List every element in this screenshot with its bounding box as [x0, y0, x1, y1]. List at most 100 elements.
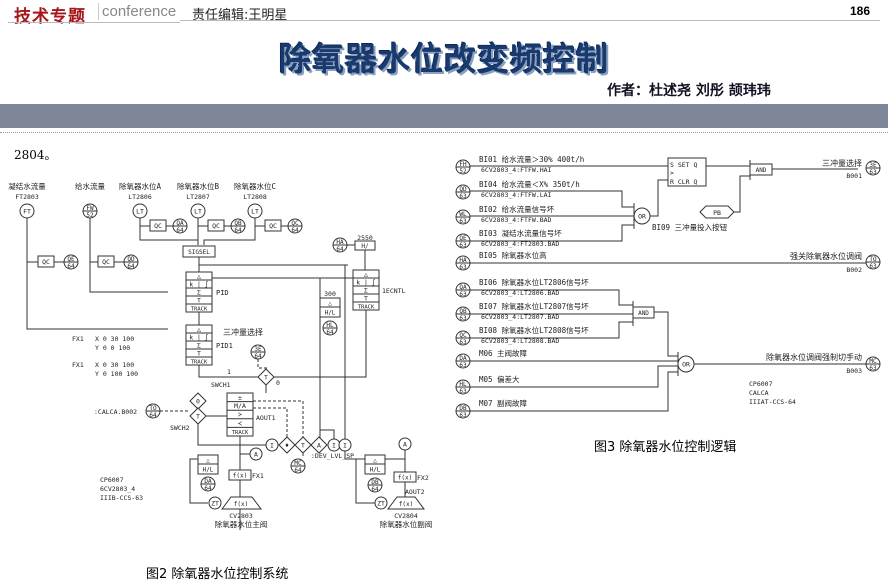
- hl-block-label: H/L: [325, 310, 336, 317]
- bubble-top-text: 3E: [869, 162, 877, 169]
- bubble-top-text: 3E: [254, 346, 262, 353]
- pid1-block: [185, 324, 213, 366]
- input-tag: LT2808: [243, 193, 267, 201]
- pb-caption: BI09 三冲量投入按钮: [652, 222, 728, 232]
- bubble-bottom-text: 63: [459, 388, 467, 395]
- logic-input-tag: 6CV2803_4:FTFW.HAI: [481, 166, 552, 174]
- bubble-bottom-text: 63: [869, 365, 877, 372]
- wire: [197, 424, 268, 446]
- pid-block-row-text: Σ: [197, 289, 201, 297]
- signal-point-label: I: [270, 442, 274, 450]
- bubble-top-text: MC: [869, 358, 877, 365]
- logic-input-label: M07 副阀故障: [479, 398, 528, 408]
- pid-label: PID: [216, 289, 229, 297]
- wire: [470, 289, 633, 306]
- bubble-bottom-text: 64: [204, 485, 212, 492]
- signal-point-label: I: [343, 442, 347, 450]
- logic-input-label: BI02 给水流量信号坏: [479, 204, 555, 214]
- pid-block-row-text: △: [197, 273, 201, 281]
- pb-label: PB: [713, 209, 721, 217]
- bubble-bottom-text: 64: [326, 329, 334, 336]
- article-authors: 作者：杜述尧 刘彤 颉玮玮: [607, 83, 771, 99]
- sr-clock-mark: >: [670, 169, 674, 177]
- wire: [274, 310, 367, 378]
- bubble-text: ZT: [211, 500, 219, 508]
- aout1-row-text: M/A: [234, 402, 246, 410]
- ecntl-block-row-text: Σ: [364, 287, 368, 295]
- bubble-bottom-text: 63: [459, 291, 467, 298]
- logic-input-label: BI01 给水流量＞30% 400t/h: [479, 154, 584, 164]
- zt-bubble: [208, 496, 222, 510]
- logic-input-tag: 6CV2803_4:LT2806.BAD: [481, 289, 559, 297]
- sr-flipflop: [667, 157, 707, 187]
- aout1-row-text: ±: [238, 394, 242, 402]
- input-tag: LT2807: [186, 193, 210, 201]
- pid1-label: PID1: [216, 342, 233, 350]
- wire: [470, 371, 678, 412]
- bubble-bottom-text: 63: [869, 263, 877, 270]
- bubble-top-text: FH: [459, 161, 467, 168]
- bubble-bottom-text: 64: [294, 467, 302, 474]
- input-label: 凝结水流量: [8, 181, 46, 191]
- swch1-input-label: 1: [227, 368, 231, 376]
- qc-block-label: QC: [102, 258, 110, 266]
- bubble-top-text: DB: [459, 405, 467, 412]
- fx1-label: FX1: [252, 472, 264, 480]
- valve-main-tag: CV2803: [229, 512, 253, 520]
- bubble-top-text: QA: [459, 284, 467, 291]
- bubble-top-text: HA: [336, 239, 344, 246]
- valve-fx-label: f(x): [234, 501, 248, 508]
- dashed-wire: [253, 400, 304, 437]
- sr-clr-label: R CLR Q: [670, 178, 697, 186]
- hl-block: [319, 306, 341, 318]
- and-gate-mid-label: AND: [638, 310, 649, 317]
- signal-selector: [310, 436, 328, 454]
- sr-set-label: S SET Q: [670, 161, 697, 169]
- swch2-selector-label: T: [196, 413, 200, 421]
- cp-info-line: 6CV2803_4: [100, 485, 135, 493]
- aout2-label: AOUT2: [405, 488, 425, 496]
- bubble-top-text: TO: [149, 405, 157, 412]
- wire: [650, 179, 668, 217]
- bubble-text: A: [254, 451, 258, 459]
- cp-info-line: CP6007: [749, 380, 773, 388]
- bubble-bottom-text: 64: [254, 353, 262, 360]
- input-label: 除氧器水位C: [234, 181, 276, 191]
- input-tag: FT2803: [15, 193, 39, 201]
- bubble-bottom-text: 64: [149, 412, 157, 419]
- logic-input-tag: 6CV2803_4:LT2808.BAD: [481, 337, 559, 345]
- input-label: 除氧器水位A: [119, 181, 161, 191]
- wire: [189, 458, 208, 504]
- qc-block-label: QC: [154, 222, 162, 230]
- bubble-bottom-text: 64: [127, 263, 135, 270]
- bubble-bottom-text: 63: [459, 339, 467, 346]
- brand-subtitle: conference: [98, 3, 176, 20]
- header-divider: [8, 22, 180, 23]
- aout1-row-text: TRACK: [232, 430, 249, 436]
- three-e-label: 三冲量选择: [223, 327, 263, 337]
- bubble-top-text: QA: [176, 220, 184, 227]
- bubble-top-text: QE: [67, 256, 75, 263]
- zt-bubble: [374, 496, 388, 510]
- fx1-block: [228, 469, 252, 481]
- bubble-bottom-text: 64: [67, 263, 75, 270]
- qc-block-label: QC: [42, 258, 50, 266]
- input-tag: LT2806: [128, 193, 152, 201]
- h-limit-block-label: H/: [361, 243, 369, 250]
- qc-block-label: QC: [212, 222, 220, 230]
- bubble-text: OR: [638, 213, 646, 221]
- bubble-bottom-text: 64: [234, 227, 242, 234]
- logic-input-label: BI03 凝结水流量信号坏: [479, 228, 562, 238]
- fx1-block-label: f(x): [233, 473, 247, 480]
- fx-table-name: FX1: [72, 361, 84, 369]
- sub-hl-block-label: H/L: [370, 467, 381, 474]
- bubble-bottom-text: 63: [459, 412, 467, 419]
- pid1-block-row-text: k | ∫: [189, 334, 209, 342]
- bubble-top-text: HL: [459, 381, 467, 388]
- output-label: 强关除氧器水位调阀: [790, 251, 862, 261]
- cp-info-line: CALCA: [749, 389, 769, 397]
- and-gate-top-label: AND: [756, 167, 767, 174]
- bubble-bottom-text: 64: [176, 227, 184, 234]
- logic-input-label: BI05 除氧器水位高: [479, 250, 547, 260]
- bubble-bottom-text: 63: [869, 169, 877, 176]
